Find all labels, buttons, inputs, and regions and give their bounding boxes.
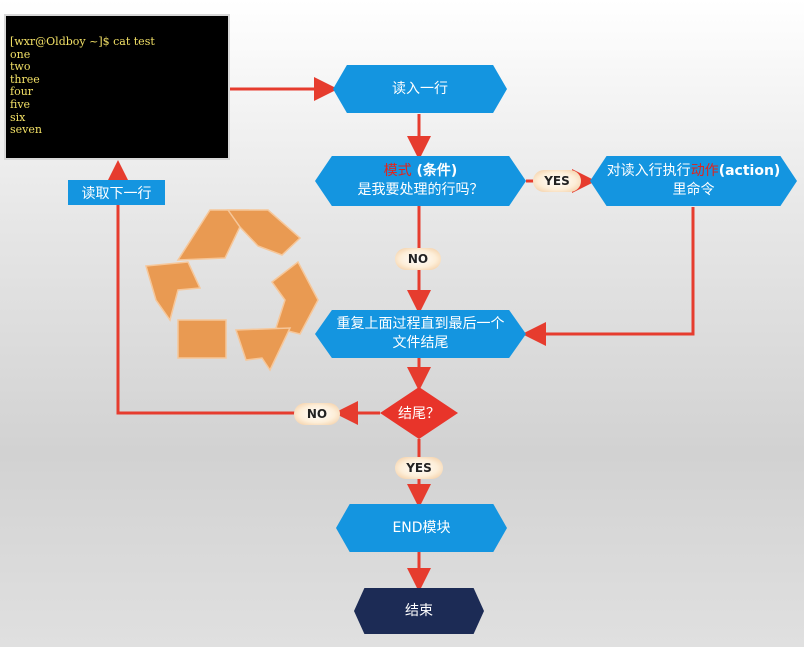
condition-question-label: 是我要处理的行吗？ — [357, 182, 484, 198]
finish-label: 结束 — [405, 602, 433, 619]
action-english-label: (action) — [718, 163, 781, 179]
recycle-icon — [145, 209, 319, 372]
repeat-line1-label: 重复上面过程直到最后一个 — [336, 316, 505, 332]
no-badge-condition-label: NO — [407, 252, 429, 266]
terminal-line: five — [10, 97, 31, 111]
no-badge-end: NO — [294, 403, 340, 425]
yes-badge-action-label: YES — [544, 174, 570, 188]
node-read-line: 读入一行 — [333, 65, 507, 113]
no-badge-end-label: NO — [306, 407, 328, 421]
terminal-line: four — [10, 85, 34, 99]
terminal-line: six — [10, 110, 26, 124]
node-read-line-label: 读入一行 — [392, 80, 448, 97]
arrow-loop-back — [106, 160, 296, 415]
terminal-line: two — [10, 60, 31, 74]
yes-badge-end-label: YES — [406, 461, 432, 475]
repeat-line2-label: 文件结尾 — [392, 335, 449, 351]
end-check-label: 结尾？ — [398, 406, 440, 422]
action-command-label: 里命令 — [672, 182, 715, 198]
node-repeat: 重复上面过程直到最后一个 文件结尾 — [315, 310, 526, 358]
node-finish: 结束 — [354, 588, 484, 634]
action-prefix-label: 对读入行执行 — [606, 163, 691, 179]
terminal-window: [wxr@Oldboy ~]$ cat test one two three f… — [4, 14, 230, 160]
arrow-action-to-repeat — [522, 207, 695, 346]
action-red-label: 动作 — [690, 163, 719, 179]
end-block-label: END模块 — [392, 519, 451, 536]
terminal-line: one — [10, 47, 31, 61]
condition-pattern-label: 模式 — [383, 163, 412, 179]
terminal-line: [wxr@Oldboy ~]$ cat test — [10, 35, 155, 48]
condition-paren-label: (条件) — [411, 163, 458, 179]
read-next-line-label: 读取下一行 — [81, 185, 152, 202]
node-condition: 模式 (条件) 是我要处理的行吗？ — [315, 156, 526, 206]
node-action: 对读入行执行动作(action) 里命令 — [590, 156, 797, 206]
terminal-line: seven — [10, 123, 42, 137]
node-end-block: END模块 — [336, 504, 507, 552]
yes-badge-action: YES — [533, 170, 581, 192]
yes-badge-end: YES — [395, 457, 443, 479]
no-badge-condition: NO — [395, 248, 441, 270]
read-next-line-box: 读取下一行 — [68, 180, 165, 205]
terminal-line: three — [10, 72, 40, 86]
